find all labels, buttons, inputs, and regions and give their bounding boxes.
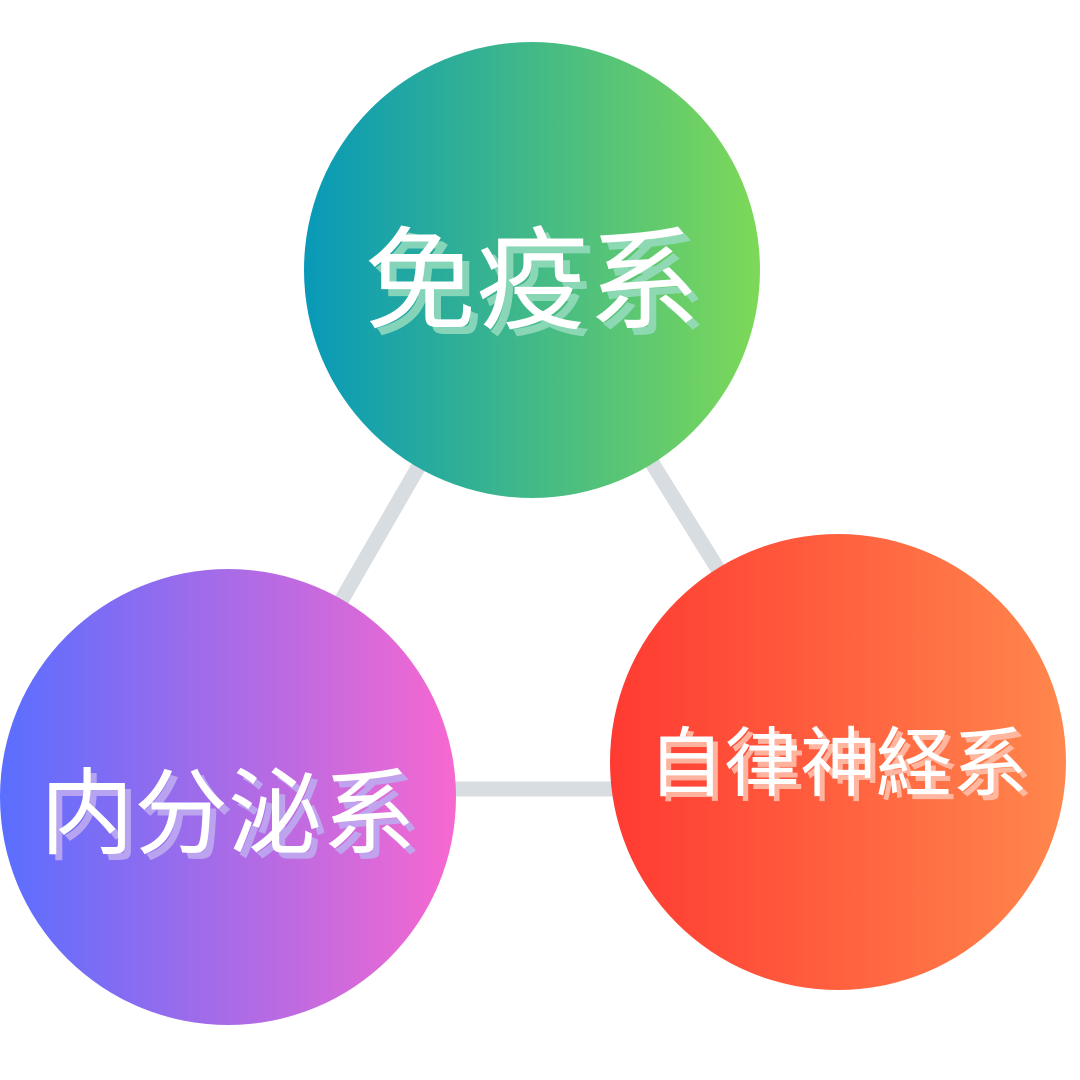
endocrine-system-label: 内分泌系 <box>39 760 416 869</box>
immune-system-node: 免疫系 <box>304 42 760 498</box>
autonomic-nervous-system-label: 自律神経系 <box>648 719 1028 808</box>
endocrine-system-node: 内分泌系 <box>0 569 456 1025</box>
immune-system-label: 免疫系 <box>364 217 700 347</box>
autonomic-nervous-system-node: 自律神経系 <box>610 534 1066 990</box>
